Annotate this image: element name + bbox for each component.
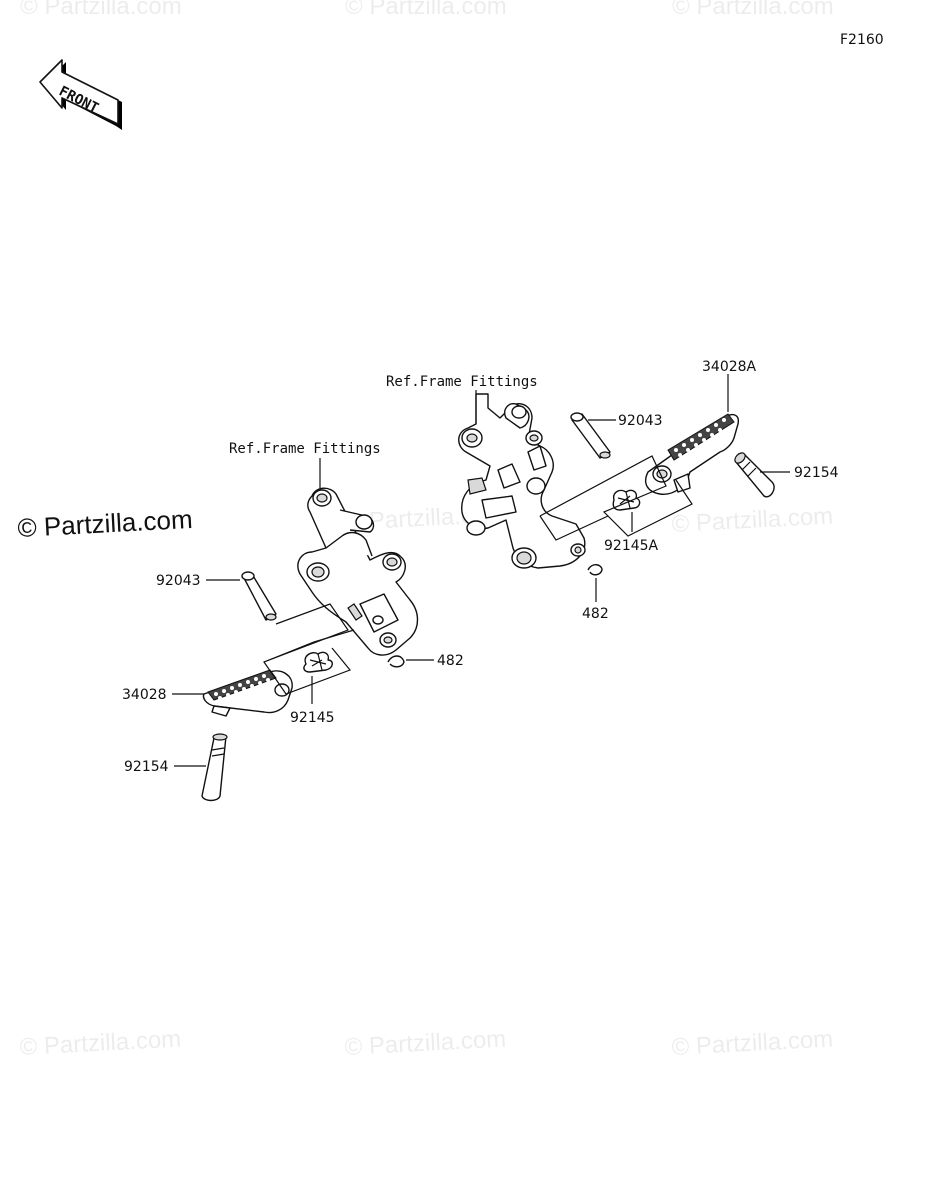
label-peg-left: 34028 bbox=[122, 687, 167, 703]
label-pin-left: 92043 bbox=[156, 573, 201, 589]
right-clip bbox=[587, 564, 603, 576]
part-labels: Ref.Frame Fittings Ref.Frame Fittings 92… bbox=[122, 359, 839, 775]
label-pin-right: 92043 bbox=[618, 413, 663, 429]
front-arrow-icon: FRONT bbox=[39, 59, 122, 130]
label-clip-left: 482 bbox=[437, 653, 464, 669]
label-spring-left: 92145 bbox=[290, 710, 335, 726]
label-rubber-left: 92154 bbox=[124, 759, 169, 775]
watermark-bottom-left: © Partzilla.com bbox=[19, 1026, 182, 1061]
label-ref-frame-right: Ref.Frame Fittings bbox=[386, 374, 538, 390]
watermarks: © Partzilla.com © Partzilla.com © Partzi… bbox=[17, 0, 834, 1061]
left-pin bbox=[241, 571, 277, 621]
label-ref-frame-left: Ref.Frame Fittings bbox=[229, 441, 381, 457]
label-peg-right: 34028A bbox=[702, 359, 757, 375]
right-pin bbox=[570, 412, 611, 459]
left-rubber bbox=[201, 733, 228, 802]
watermark-mid-right: © Partzilla.com bbox=[671, 503, 834, 538]
watermark-top-right: © Partzilla.com bbox=[672, 0, 834, 20]
watermark-top-left: © Partzilla.com bbox=[20, 0, 182, 20]
right-bracket bbox=[458, 393, 586, 569]
watermark-top-center: © Partzilla.com bbox=[345, 0, 507, 20]
left-footpeg bbox=[202, 669, 293, 717]
watermark-main: © Partzilla.com bbox=[17, 504, 194, 543]
right-footpeg-assembly bbox=[458, 374, 790, 602]
left-clip bbox=[387, 655, 405, 668]
figure-code: F2160 bbox=[840, 32, 884, 48]
right-rubber bbox=[734, 452, 775, 498]
watermark-bottom-right: © Partzilla.com bbox=[671, 1026, 834, 1061]
left-footpeg-assembly bbox=[172, 458, 434, 802]
left-bracket bbox=[297, 487, 419, 656]
right-footpeg bbox=[644, 413, 739, 495]
label-spring-right: 92145A bbox=[604, 538, 659, 554]
label-clip-right: 482 bbox=[582, 606, 609, 622]
watermark-bottom-center: © Partzilla.com bbox=[344, 1026, 507, 1061]
left-spring bbox=[303, 651, 333, 673]
label-rubber-right: 92154 bbox=[794, 465, 839, 481]
